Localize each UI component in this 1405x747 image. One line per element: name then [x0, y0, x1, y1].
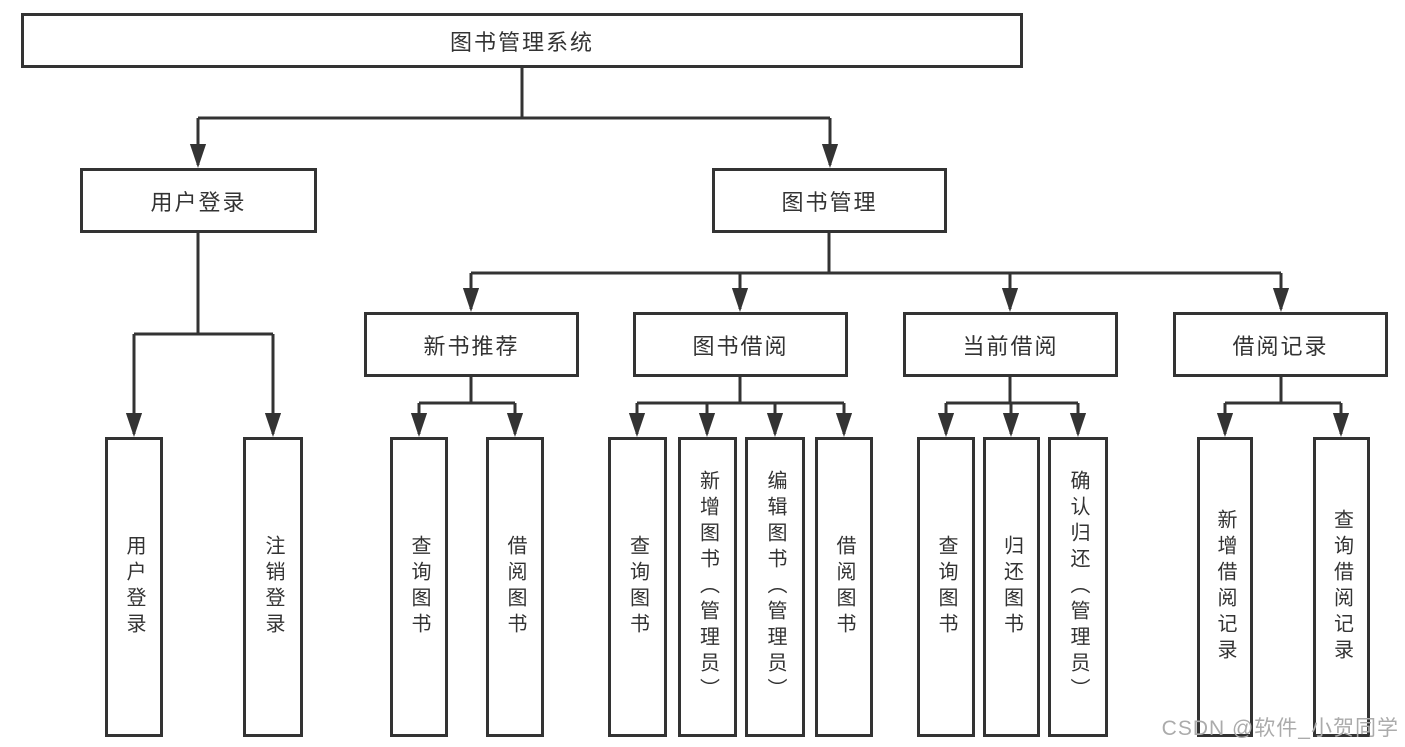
- node-label: 当前借阅: [962, 333, 1059, 359]
- node-label: 用户登录: [123, 535, 145, 639]
- node-label: 编辑图书（管理员）: [764, 470, 786, 704]
- node-label: 查询图书: [935, 535, 957, 639]
- leaf-borrowing-borrow-books: 借阅图书: [815, 437, 873, 737]
- node-current-borrowing: 当前借阅: [903, 312, 1118, 377]
- leaf-recommend-query-books: 查询图书: [390, 437, 448, 737]
- leaf-user-login: 用户登录: [105, 437, 163, 737]
- node-user-login: 用户登录: [80, 168, 317, 233]
- arrow-stems: [125, 118, 1350, 437]
- node-label: 图书管理: [781, 189, 878, 215]
- node-library-management-system: 图书管理系统: [21, 13, 1023, 68]
- node-label: 查询借阅记录: [1330, 509, 1353, 665]
- node-label: 借阅图书: [833, 535, 855, 639]
- connector-path: [134, 68, 1341, 405]
- node-label: 新增借阅记录: [1214, 509, 1236, 665]
- leaf-logout: 注销登录: [243, 437, 303, 737]
- node-label: 归还图书: [1000, 535, 1023, 639]
- node-label: 借阅图书: [504, 535, 526, 639]
- node-book-borrowing: 图书借阅: [633, 312, 848, 377]
- leaf-records-query-borrow-record: 查询借阅记录: [1313, 437, 1370, 737]
- node-label: 查询图书: [626, 535, 649, 639]
- node-new-book-recommendation: 新书推荐: [364, 312, 579, 377]
- node-label: 用户登录: [150, 189, 247, 215]
- leaf-borrowing-query-books: 查询图书: [608, 437, 667, 737]
- node-borrowing-records: 借阅记录: [1173, 312, 1388, 377]
- node-label: 注销登录: [262, 535, 284, 639]
- csdn-watermark: CSDN @软件_小贺同学: [1161, 717, 1399, 740]
- leaf-current-return-books: 归还图书: [983, 437, 1040, 737]
- node-book-management: 图书管理: [712, 168, 947, 233]
- node-label: 确认归还（管理员）: [1067, 470, 1089, 704]
- node-label: 新书推荐: [423, 333, 520, 359]
- leaf-recommend-borrow-books: 借阅图书: [486, 437, 544, 737]
- node-label: 图书借阅: [692, 333, 789, 359]
- leaf-borrowing-edit-books-admin: 编辑图书（管理员）: [745, 437, 805, 737]
- node-label: 新增图书（管理员）: [696, 470, 719, 704]
- node-label: 图书管理系统: [449, 29, 594, 55]
- leaf-current-confirm-return-admin: 确认归还（管理员）: [1048, 437, 1108, 737]
- node-label: 借阅记录: [1232, 333, 1329, 359]
- node-label: 查询图书: [408, 535, 430, 639]
- leaf-current-query-books: 查询图书: [917, 437, 975, 737]
- leaf-records-add-borrow-record: 新增借阅记录: [1197, 437, 1253, 737]
- leaf-borrowing-add-books-admin: 新增图书（管理员）: [678, 437, 737, 737]
